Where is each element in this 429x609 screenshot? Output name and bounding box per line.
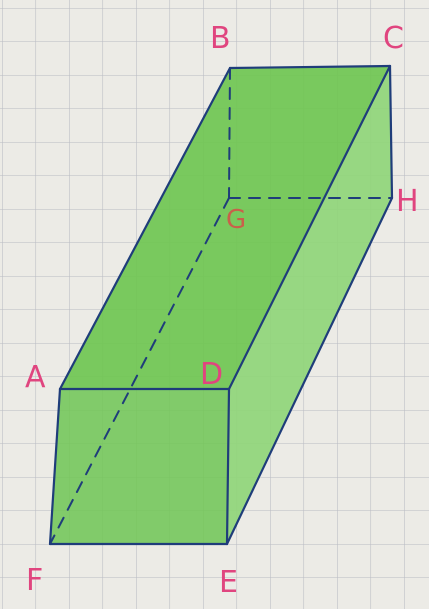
- edge-GF: [49, 197, 230, 545]
- vertex-label-b: B: [210, 21, 231, 56]
- front-face: [50, 389, 229, 544]
- edge-DE: [225, 387, 231, 546]
- edge-CD: [227, 64, 392, 391]
- edge-BC: [228, 64, 392, 70]
- vertex-labels: B C H G A D F E: [25, 21, 419, 600]
- edge-BG: [228, 67, 231, 199]
- vertex-label-a: A: [25, 360, 46, 395]
- vertex-label-d: D: [200, 357, 223, 392]
- top-face: [60, 66, 390, 389]
- hidden-edges: [49, 67, 393, 545]
- vertex-label-f: F: [26, 563, 43, 598]
- edge-HE: [225, 196, 394, 546]
- right-face: [227, 66, 392, 544]
- edge-BA: [58, 66, 232, 391]
- visible-edges: [48, 64, 394, 546]
- vertex-label-g: G: [226, 205, 246, 235]
- vertex-label-h: H: [396, 184, 419, 219]
- vertex-label-e: E: [219, 565, 238, 600]
- vertex-label-c: C: [383, 21, 404, 56]
- edge-CH: [388, 64, 394, 200]
- edge-AF: [48, 387, 62, 546]
